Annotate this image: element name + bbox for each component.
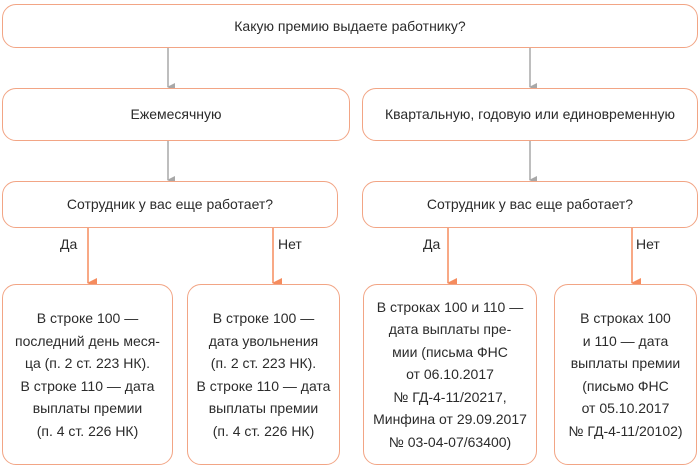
monthly-box: Ежемесячную xyxy=(2,88,350,141)
result-line: от 06.10.2017 xyxy=(406,366,494,383)
result-box-other-no: В строках 100 и 110 — дата выплаты премии (… xyxy=(554,284,697,465)
result-line: В строке 100 — xyxy=(36,310,139,326)
result-line: № ГД-4-11/20217, xyxy=(393,388,507,405)
yes-label: Да xyxy=(60,236,78,252)
result-line: выплаты премии xyxy=(570,355,681,371)
result-line: № ГД-4-11/20102) xyxy=(568,422,683,439)
result-line: от 05.10.2017 xyxy=(581,400,670,416)
question-box: Какую премию выдаете работнику? xyxy=(2,4,698,48)
yes-label: Да xyxy=(423,236,441,252)
result-line: Минфина от 29.09.2017 xyxy=(373,411,527,428)
other-box: Квартальную, годовую или единовременную xyxy=(362,88,698,141)
result-line: (п. 4 ст. 226 НК) xyxy=(36,422,139,439)
result-line: (п. 2 ст. 223 НК). xyxy=(210,355,317,371)
result-line: ца (п. 2 ст. 223 НК). xyxy=(24,355,151,371)
result-line: В строке 100 — xyxy=(212,310,315,326)
result-line: № 03-04-07/63400) xyxy=(388,433,512,450)
question-text: Какую премию выдаете работнику? xyxy=(234,17,466,34)
employed-question-text: Сотрудник у вас еще работает? xyxy=(66,196,274,213)
result-box-other-yes: В строках 100 и 110 — дата выплаты пре-ми… xyxy=(363,284,537,465)
no-label: Нет xyxy=(636,236,660,252)
result-line: выплаты премии xyxy=(32,400,143,416)
monthly-text: Ежемесячную xyxy=(130,106,222,123)
result-line: дата выплаты пре- xyxy=(388,321,512,338)
employed-question-right: Сотрудник у вас еще работает? xyxy=(362,181,698,228)
result-line: В строке 110 — дата xyxy=(196,377,331,394)
result-box-monthly-yes: В строке 100 — последний день меся-ца (п.… xyxy=(2,284,173,465)
employed-question-text: Сотрудник у вас еще работает? xyxy=(426,196,634,213)
result-line: В строках 100 xyxy=(580,310,671,326)
result-line: выплаты премии xyxy=(208,400,319,416)
no-label: Нет xyxy=(278,236,302,252)
result-line: дата увольнения xyxy=(208,332,319,349)
employed-question-left: Сотрудник у вас еще работает? xyxy=(2,181,338,228)
result-line: мии (письма ФНС xyxy=(392,343,508,360)
result-line: В строке 110 — дата xyxy=(20,377,155,394)
result-box-monthly-no: В строке 100 — дата увольнения (п. 2 ст. 2… xyxy=(187,284,340,465)
result-line: (п. 4 ст. 226 НК) xyxy=(212,422,315,439)
other-text: Квартальную, годовую или единовременную xyxy=(384,106,676,123)
result-line: (письмо ФНС xyxy=(582,377,669,394)
result-line: последний день меся- xyxy=(15,332,160,349)
result-line: и 110 — дата xyxy=(582,332,669,349)
result-line: В строках 100 и 110 — xyxy=(376,298,524,315)
